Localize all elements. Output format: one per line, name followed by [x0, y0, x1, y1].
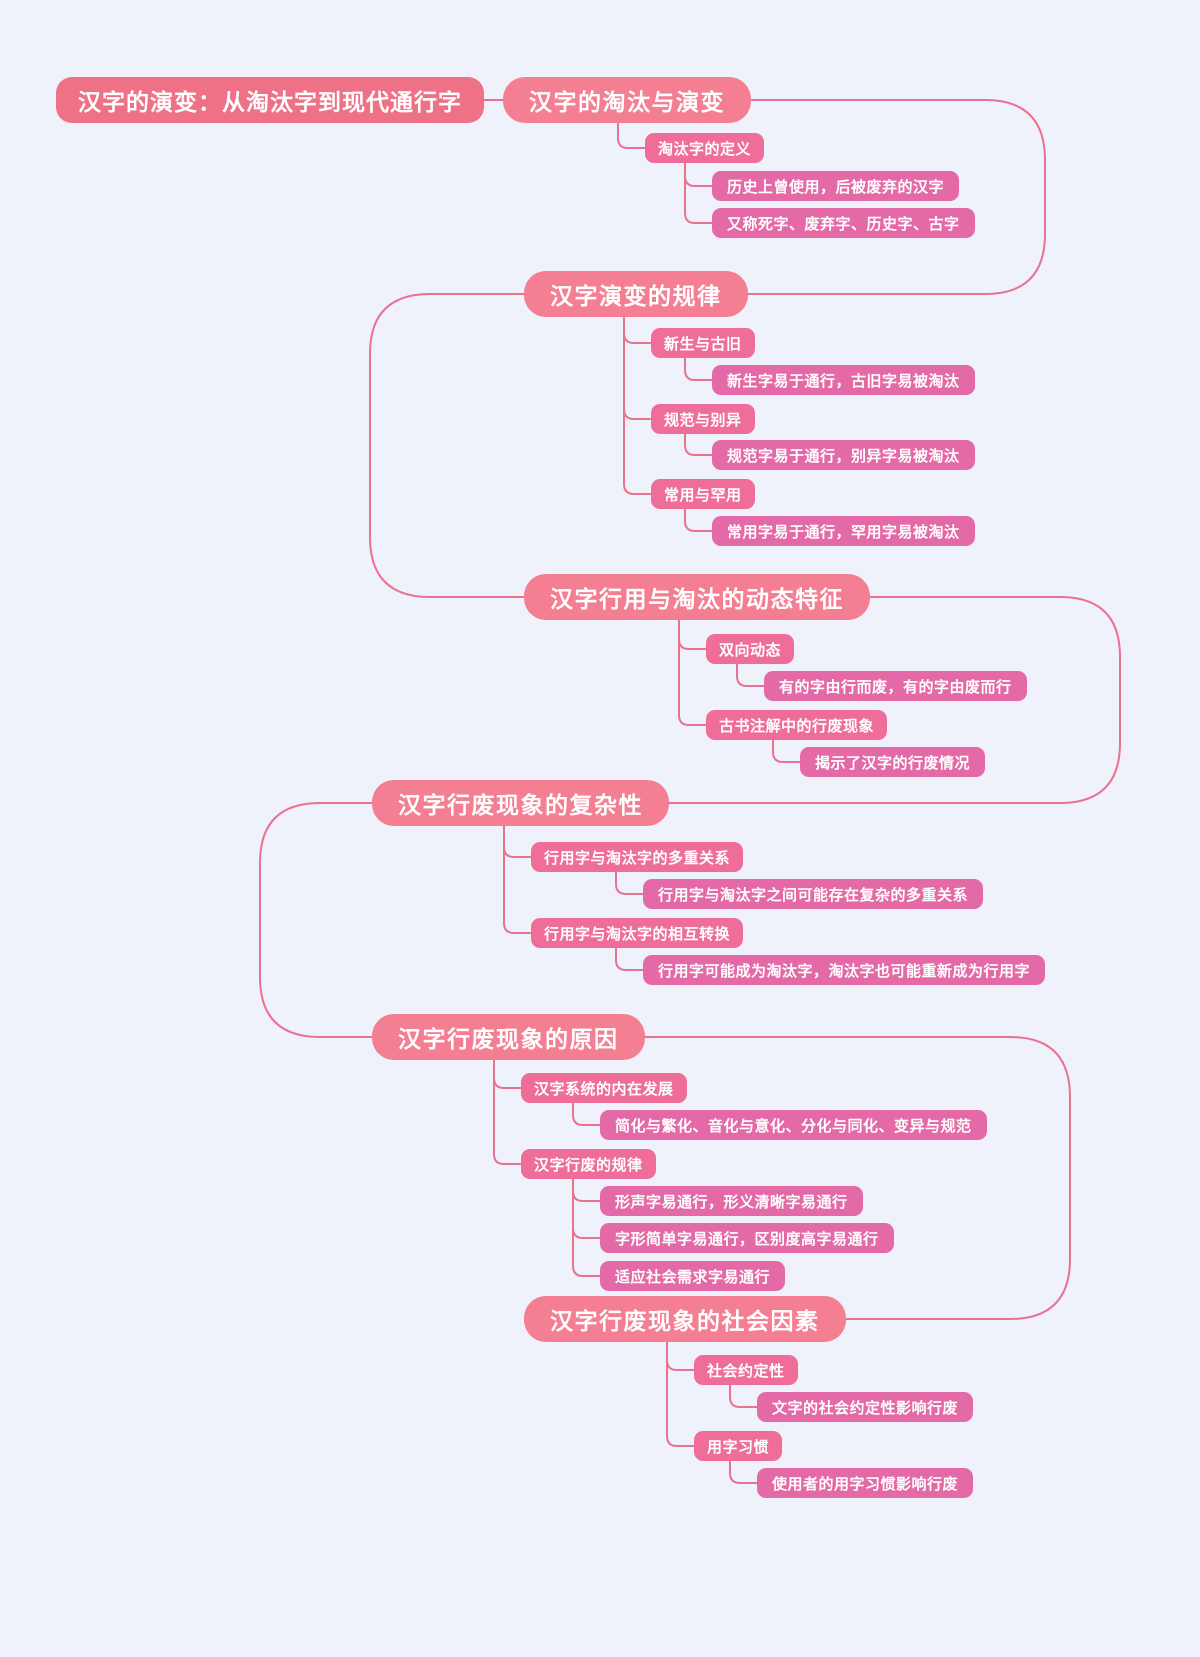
connector-b3-c1-l1 [736, 664, 764, 687]
root-node-label: 汉字的演变：从淘汰字到现代通行字 [78, 90, 462, 115]
subtopic-node-2-3-label: 常用与罕用 [664, 487, 742, 504]
detail-node-4-2-1[interactable]: 行用字可能成为淘汰字，淘汰字也可能重新成为行用字 [643, 955, 1046, 985]
detail-node-5-1-1[interactable]: 简化与繁化、音化与意化、分化与同化、变异与规范 [600, 1110, 987, 1140]
subtopic-node-5-2-label: 汉字行废的规律 [534, 1157, 643, 1174]
detail-node-2-3-1-label: 常用字易于通行，罕用字易被淘汰 [727, 524, 960, 541]
branch-node-2[interactable]: 汉字演变的规律 [524, 271, 748, 317]
connector-b3-c1 [678, 620, 706, 650]
connector-b5-c2-l2 [572, 1179, 600, 1239]
connector-b1-c1-l2 [684, 163, 712, 224]
connector-b6-c2-l1 [729, 1461, 757, 1484]
subtopic-node-3-2[interactable]: 古书注解中的行废现象 [706, 710, 888, 740]
detail-node-5-2-1[interactable]: 形声字易通行，形义清晰字易通行 [600, 1186, 863, 1216]
detail-node-1-1-2[interactable]: 又称死字、废弃字、历史字、古字 [712, 208, 975, 238]
detail-node-3-2-1-label: 揭示了汉字的行废情况 [815, 755, 971, 772]
subtopic-node-2-2-label: 规范与别异 [664, 412, 742, 429]
connector-b2-c2-l1 [684, 434, 712, 456]
detail-node-2-1-1[interactable]: 新生字易于通行，古旧字易被淘汰 [712, 365, 975, 395]
subtopic-node-1-1-label: 淘汰字的定义 [658, 141, 752, 158]
branch-node-3[interactable]: 汉字行用与淘汰的动态特征 [524, 574, 870, 620]
connector-b1-c1-l1 [684, 163, 712, 187]
subtopic-node-6-1-label: 社会约定性 [707, 1363, 785, 1380]
detail-node-1-1-2-label: 又称死字、废弃字、历史字、古字 [727, 216, 960, 233]
connector-b3-c2-l1 [772, 740, 800, 763]
connector-b6-c1 [666, 1342, 694, 1371]
connector-b4-c1 [503, 826, 531, 858]
detail-node-4-1-1-label: 行用字与淘汰字之间可能存在复杂的多重关系 [658, 887, 969, 904]
subtopic-node-2-1[interactable]: 新生与古旧 [651, 328, 755, 358]
connector-b1-c1 [617, 123, 645, 149]
subtopic-node-2-3[interactable]: 常用与罕用 [651, 479, 755, 509]
subtopic-node-6-1[interactable]: 社会约定性 [694, 1355, 798, 1385]
branch-node-1-label: 汉字的淘汰与演变 [529, 90, 725, 115]
connector-b5-c1 [493, 1060, 521, 1089]
connector-b2-c1-l1 [684, 358, 712, 381]
subtopic-node-3-1-label: 双向动态 [719, 642, 782, 659]
subtopic-node-5-2[interactable]: 汉字行废的规律 [521, 1149, 656, 1179]
branch-node-3-label: 汉字行用与淘汰的动态特征 [550, 587, 844, 612]
detail-node-3-1-1-label: 有的字由行而废，有的字由废而行 [779, 679, 1012, 696]
branch-node-6[interactable]: 汉字行废现象的社会因素 [524, 1296, 846, 1342]
detail-node-4-1-1[interactable]: 行用字与淘汰字之间可能存在复杂的多重关系 [643, 879, 984, 909]
connector-branch-2-to-3 [369, 293, 524, 598]
subtopic-node-2-1-label: 新生与古旧 [664, 336, 742, 353]
detail-node-2-3-1[interactable]: 常用字易于通行，罕用字易被淘汰 [712, 516, 975, 546]
detail-node-4-2-1-label: 行用字可能成为淘汰字，淘汰字也可能重新成为行用字 [658, 963, 1031, 980]
detail-node-1-1-1[interactable]: 历史上曾使用，后被废弃的汉字 [712, 171, 960, 201]
connector-b6-c1-l1 [729, 1385, 757, 1408]
detail-node-5-2-2-label: 字形简单字易通行，区别度高字易通行 [615, 1231, 879, 1248]
root-node[interactable]: 汉字的演变：从淘汰字到现代通行字 [56, 77, 484, 123]
detail-node-3-1-1[interactable]: 有的字由行而废，有的字由废而行 [764, 671, 1027, 701]
connector-b5-c2-l3 [572, 1179, 600, 1277]
detail-node-5-2-2[interactable]: 字形简单字易通行，区别度高字易通行 [600, 1223, 894, 1253]
detail-node-1-1-1-label: 历史上曾使用，后被废弃的汉字 [727, 179, 945, 196]
subtopic-node-6-2[interactable]: 用字习惯 [694, 1431, 783, 1461]
detail-node-2-2-1-label: 规范字易于通行，别异字易被淘汰 [727, 448, 960, 465]
detail-node-6-1-1-label: 文字的社会约定性影响行废 [772, 1400, 959, 1417]
subtopic-node-3-2-label: 古书注解中的行废现象 [719, 718, 875, 735]
connector-b4-c2 [503, 826, 531, 934]
subtopic-node-5-1[interactable]: 汉字系统的内在发展 [521, 1073, 687, 1103]
subtopic-node-6-2-label: 用字习惯 [707, 1439, 770, 1456]
detail-node-5-2-3[interactable]: 适应社会需求字易通行 [600, 1261, 786, 1291]
connector-b3-c2 [678, 620, 706, 726]
detail-node-2-1-1-label: 新生字易于通行，古旧字易被淘汰 [727, 373, 960, 390]
connector-b2-c3 [623, 317, 651, 495]
subtopic-node-3-1[interactable]: 双向动态 [706, 634, 795, 664]
branch-node-5-label: 汉字行废现象的原因 [398, 1027, 619, 1052]
connector-branch-4-to-5 [259, 802, 372, 1038]
subtopic-node-4-2-label: 行用字与淘汰字的相互转换 [544, 926, 731, 943]
connector-b4-c2-l1 [615, 948, 643, 971]
connector-b2-c2 [623, 317, 651, 420]
detail-node-6-2-1-label: 使用者的用字习惯影响行废 [772, 1476, 959, 1493]
detail-node-6-1-1[interactable]: 文字的社会约定性影响行废 [757, 1392, 974, 1422]
subtopic-node-5-1-label: 汉字系统的内在发展 [534, 1081, 674, 1098]
branch-node-5[interactable]: 汉字行废现象的原因 [372, 1014, 645, 1060]
detail-node-3-2-1[interactable]: 揭示了汉字的行废情况 [800, 747, 986, 777]
connector-b5-c1-l1 [572, 1103, 600, 1126]
connector-b2-c1 [623, 317, 651, 344]
connector-b5-c2-l1 [572, 1179, 600, 1202]
branch-node-1[interactable]: 汉字的淘汰与演变 [503, 77, 751, 123]
subtopic-node-4-1[interactable]: 行用字与淘汰字的多重关系 [531, 842, 744, 872]
subtopic-node-2-2[interactable]: 规范与别异 [651, 404, 755, 434]
detail-node-5-1-1-label: 简化与繁化、音化与意化、分化与同化、变异与规范 [615, 1118, 972, 1135]
connector-b6-c2 [666, 1342, 694, 1447]
connector-b4-c1-l1 [615, 872, 643, 895]
detail-node-6-2-1[interactable]: 使用者的用字习惯影响行废 [757, 1468, 974, 1498]
branch-node-4-label: 汉字行废现象的复杂性 [398, 793, 643, 818]
connector-b2-c3-l1 [684, 509, 712, 532]
branch-node-6-label: 汉字行废现象的社会因素 [550, 1309, 820, 1334]
branch-node-4[interactable]: 汉字行废现象的复杂性 [372, 780, 669, 826]
branch-node-2-label: 汉字演变的规律 [550, 284, 722, 309]
connector-b5-c2 [493, 1060, 521, 1165]
subtopic-node-1-1[interactable]: 淘汰字的定义 [645, 133, 765, 163]
detail-node-5-2-1-label: 形声字易通行，形义清晰字易通行 [615, 1194, 848, 1211]
detail-node-2-2-1[interactable]: 规范字易于通行，别异字易被淘汰 [712, 440, 975, 470]
detail-node-5-2-3-label: 适应社会需求字易通行 [615, 1269, 771, 1286]
subtopic-node-4-2[interactable]: 行用字与淘汰字的相互转换 [531, 918, 744, 948]
subtopic-node-4-1-label: 行用字与淘汰字的多重关系 [544, 850, 731, 867]
